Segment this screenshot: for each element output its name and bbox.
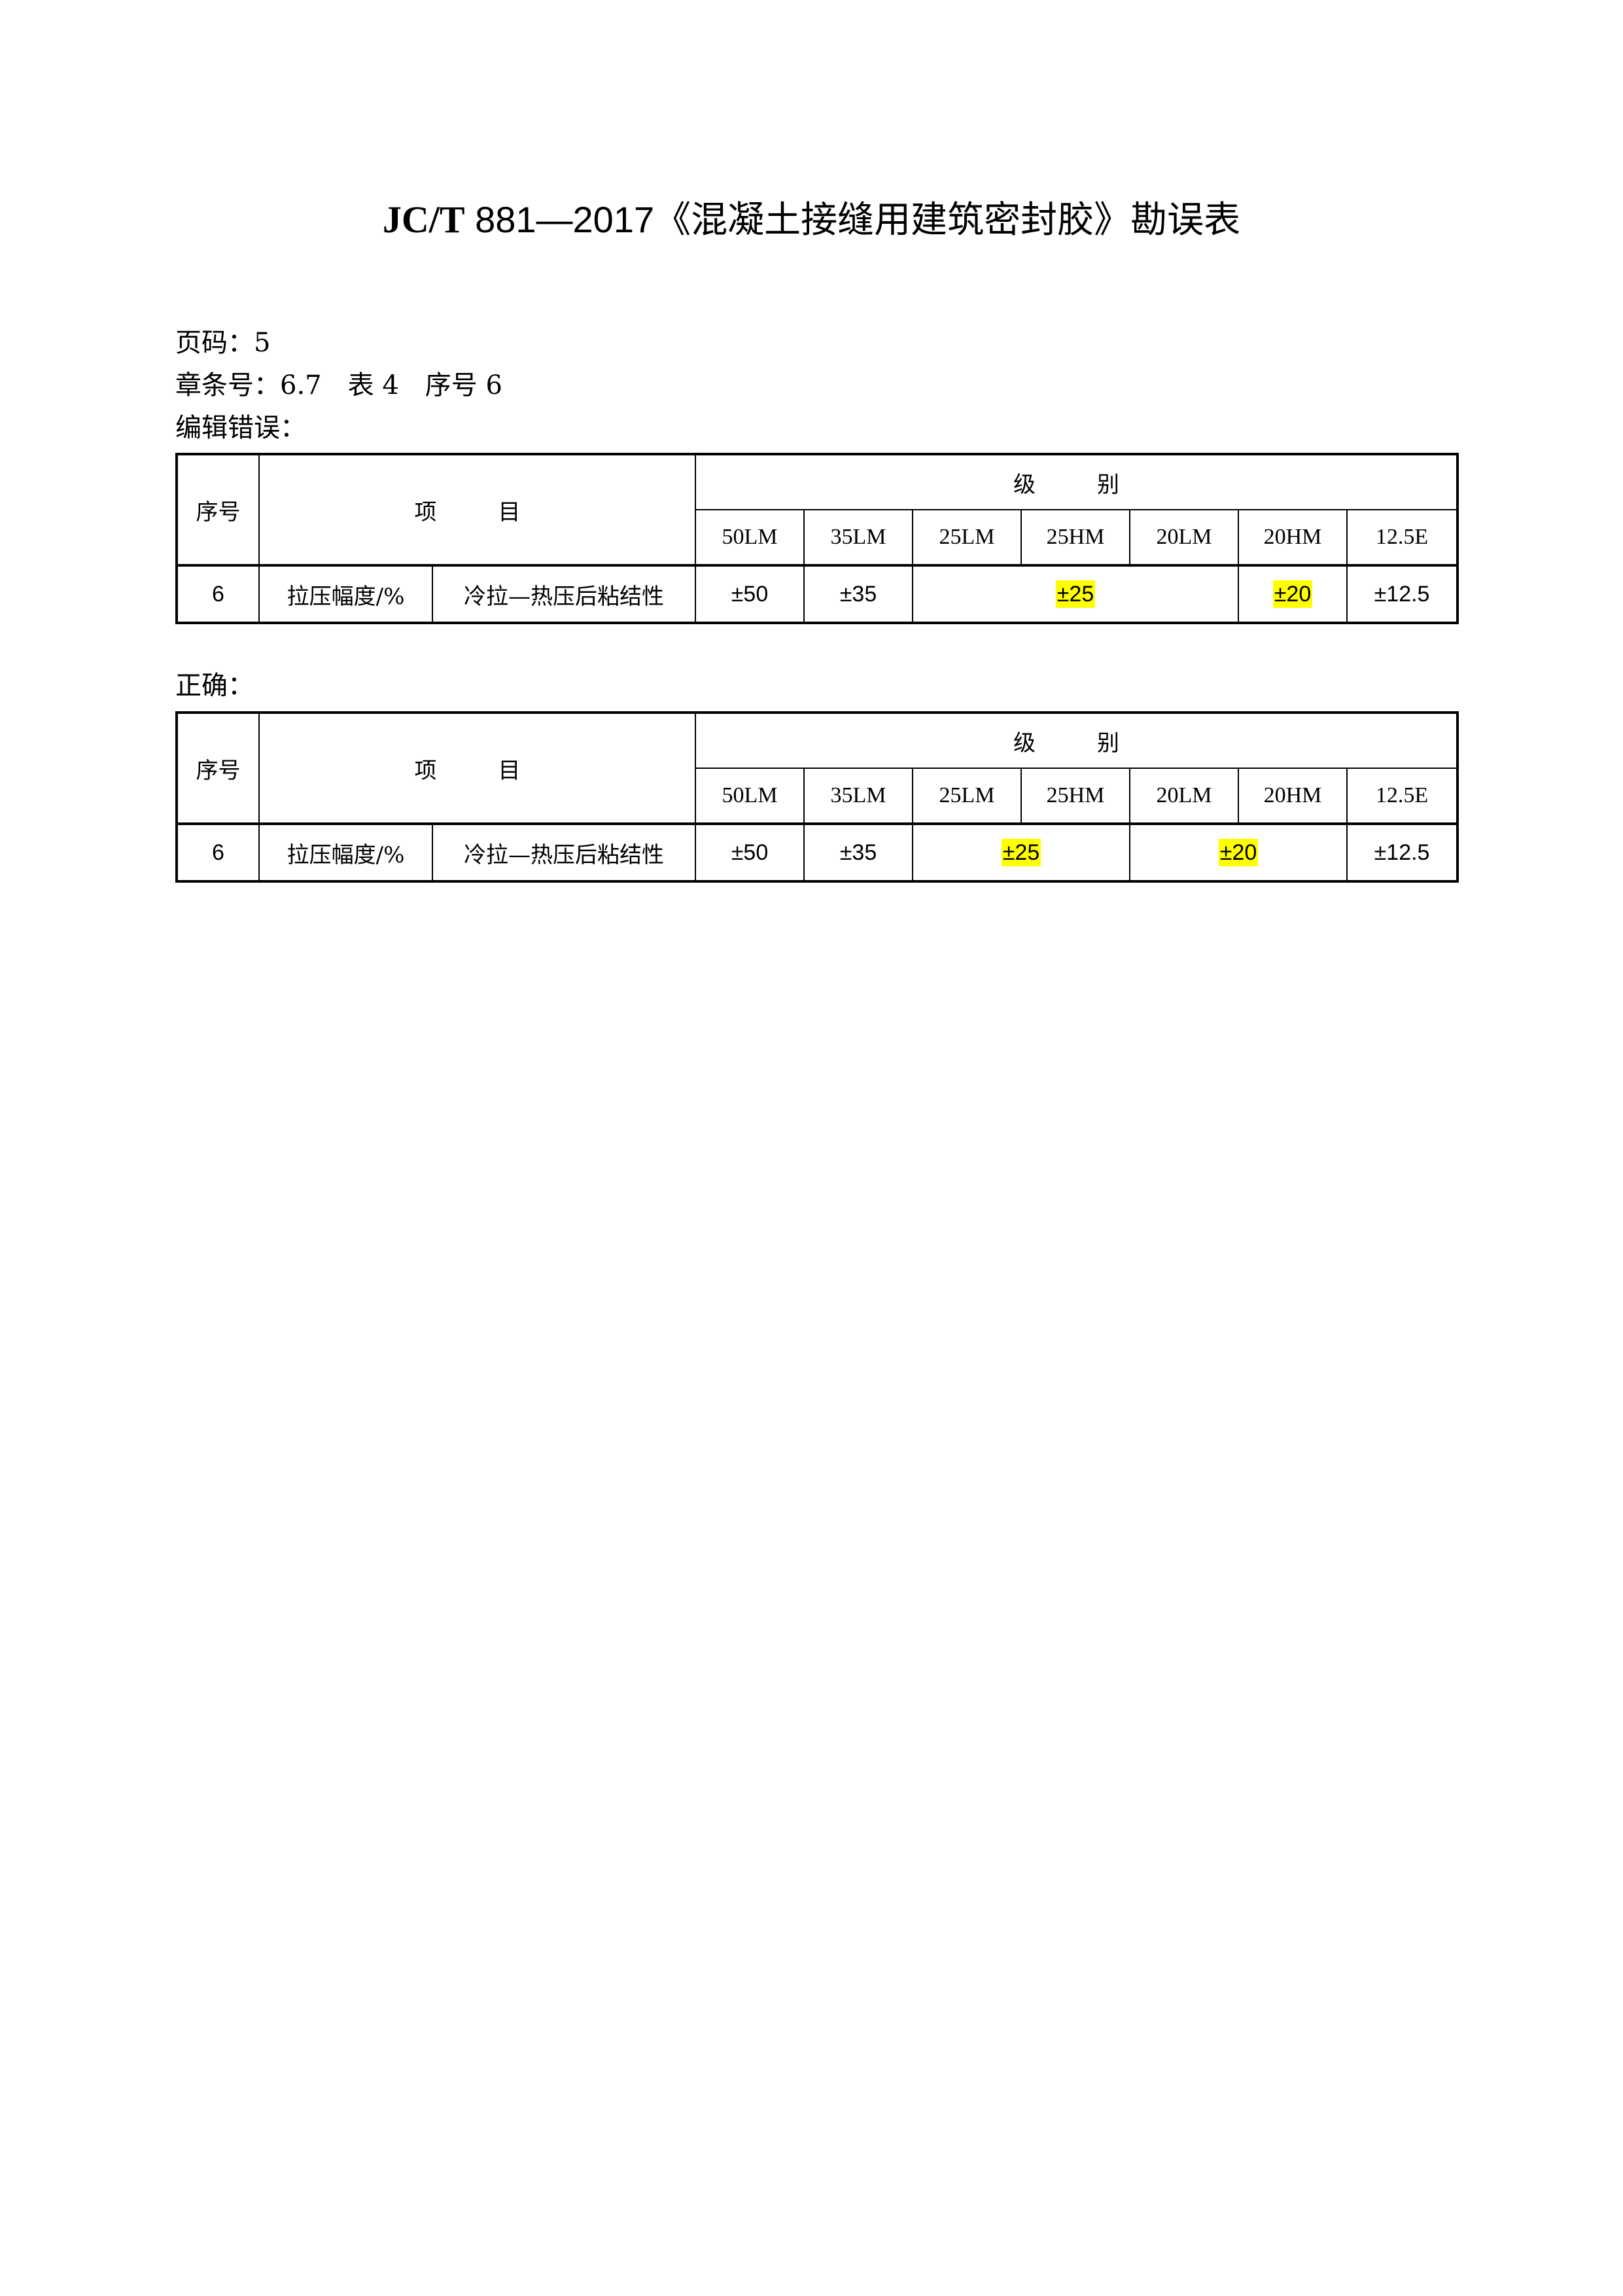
grade-50lm: 50LM [695,509,805,567]
grade-20lm: 20LM [1129,768,1239,825]
value-50: ±50 [695,565,805,624]
item-cell-2: 冷拉—热压后粘结性 [432,823,696,882]
correct-label: 正确： [175,671,254,701]
clause-reference: 章条号：6.7 表 4 序号 6 [175,370,502,400]
value-12-5: ±12.5 [1346,565,1459,624]
value-12-5: ±12.5 [1346,823,1459,882]
table-header-row: 序号 项 目 级 别 [176,453,1459,567]
standard-code: JC/T [382,198,465,241]
grade-header: 级 别 [694,712,1459,769]
item-cell-2: 冷拉—热压后粘结性 [432,565,696,624]
grade-20hm: 20HM [1238,768,1348,825]
item-cell-1: 拉压幅度/% [258,823,433,882]
grade-25lm: 25LM [912,768,1022,825]
value-35: ±35 [803,565,913,624]
value-25-merged: ±25 [912,565,1239,624]
item-header: 项 目 [258,453,696,567]
wrong-label: 编辑错误： [175,413,306,443]
serial-cell: 6 [176,565,260,624]
highlighted-value: ±20 [1218,838,1259,866]
table-row: 6 拉压幅度/% 冷拉—热压后粘结性 ±50 ±35 ±25 ±20 ±12.5 [176,823,1459,882]
grade-35lm: 35LM [803,509,913,567]
grade-50lm: 50LM [695,768,805,825]
document-title: JC/T 881—2017《混凝土接缝用建筑密封胶》勘误表 [0,196,1623,243]
serial-header: 序号 [176,712,260,825]
grade-25hm: 25HM [1021,509,1130,567]
wrong-table: 序号 项 目 级 别 50LM 35LM 25LM 25HM 20LM 20HM… [175,453,1459,624]
table-row: 6 拉压幅度/% 冷拉—热压后粘结性 ±50 ±35 ±25 ±20 ±12.5 [176,565,1459,624]
grade-row: 50LM 35LM 25LM 25HM 20LM 20HM 12.5E [177,768,1459,825]
grade-25lm: 25LM [912,509,1022,567]
highlighted-value: ±20 [1272,580,1313,608]
grade-25hm: 25HM [1021,768,1130,825]
highlighted-value: ±25 [1055,580,1096,608]
highlighted-value: ±25 [1001,838,1041,866]
item-header: 项 目 [258,712,696,825]
grade-20hm: 20HM [1238,509,1348,567]
serial-cell: 6 [176,823,260,882]
table-header-row: 序号 项 目 级 别 [176,712,1459,825]
value-35: ±35 [803,823,913,882]
value-20: ±20 [1238,565,1348,624]
grade-12-5e: 12.5E [1346,768,1459,825]
item-cell-1: 拉压幅度/% [258,565,433,624]
value-25-merged: ±25 [912,823,1130,882]
title-text: 881—2017《混凝土接缝用建筑密封胶》勘误表 [464,199,1241,240]
grade-12-5e: 12.5E [1346,509,1459,567]
grade-row: 50LM 35LM 25LM 25HM 20LM 20HM 12.5E [177,509,1459,567]
correct-table: 序号 项 目 级 别 50LM 35LM 25LM 25HM 20LM 20HM… [175,711,1459,883]
grade-20lm: 20LM [1129,509,1239,567]
value-50: ±50 [695,823,805,882]
serial-header: 序号 [176,453,260,567]
grade-header: 级 别 [694,453,1459,510]
value-20-merged: ±20 [1129,823,1348,882]
grade-35lm: 35LM [803,768,913,825]
page-number: 页码：5 [175,328,271,358]
